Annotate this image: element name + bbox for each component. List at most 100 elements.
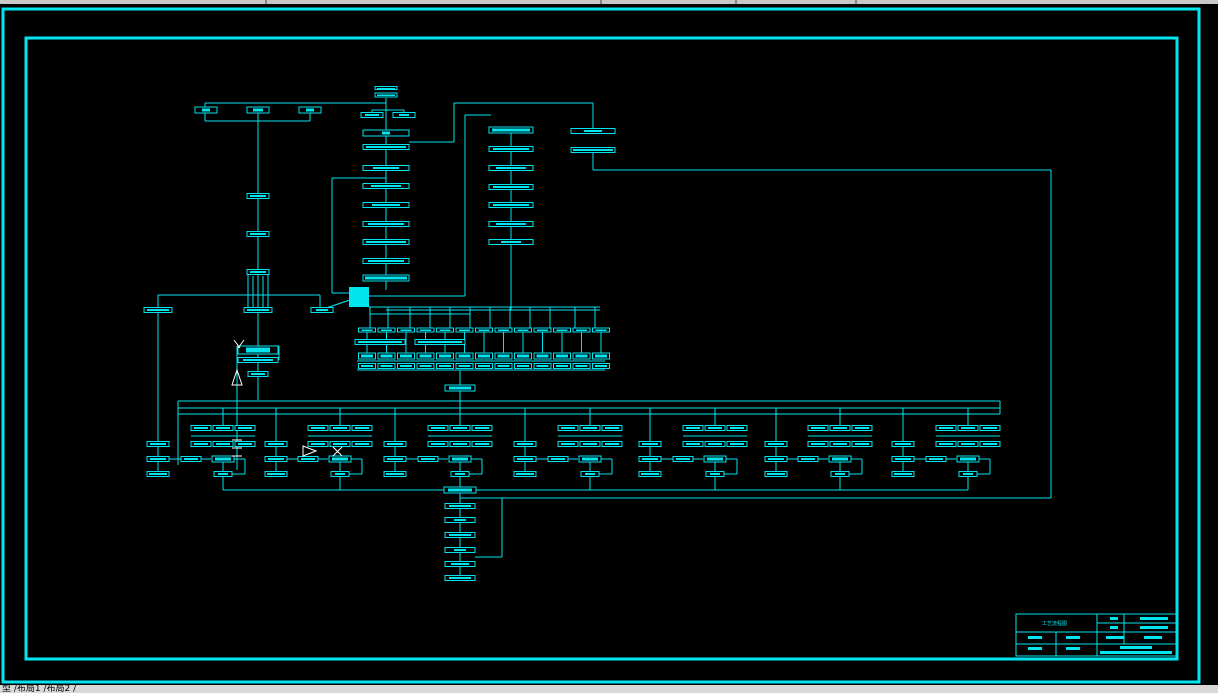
process-block	[143, 307, 173, 313]
process-block	[592, 327, 610, 333]
process-block	[471, 425, 493, 431]
process-block	[764, 456, 788, 462]
process-block	[638, 456, 662, 462]
process-block	[360, 112, 384, 118]
process-block	[358, 363, 376, 369]
process-block	[444, 547, 476, 553]
process-block	[211, 455, 235, 463]
process-block	[553, 327, 571, 333]
process-block	[553, 352, 571, 360]
process-block	[764, 441, 788, 447]
process-block	[362, 165, 410, 171]
process-block	[436, 327, 454, 333]
process-block	[726, 441, 748, 447]
process-block	[514, 352, 532, 360]
layout-tabs-label[interactable]: 型 /布局1 /布局2 /	[2, 685, 77, 693]
process-block	[494, 327, 513, 333]
process-block	[957, 425, 979, 431]
process-block	[329, 425, 351, 431]
process-block	[704, 425, 726, 431]
process-block	[234, 425, 256, 431]
process-block	[212, 441, 234, 447]
process-block	[237, 357, 279, 363]
process-block	[704, 441, 726, 447]
process-block	[638, 441, 662, 447]
process-block	[935, 425, 957, 431]
process-block	[851, 441, 873, 447]
process-block	[578, 455, 602, 463]
title-block-title: 工艺流程图	[1042, 620, 1067, 627]
process-block	[264, 471, 288, 477]
process-block	[414, 339, 466, 345]
process-block	[533, 327, 552, 333]
process-block	[448, 455, 472, 463]
process-block	[579, 441, 601, 447]
process-block	[397, 363, 415, 369]
process-block	[377, 363, 396, 369]
process-block	[592, 352, 610, 360]
process-block	[246, 106, 270, 114]
process-block	[638, 471, 662, 477]
process-block	[416, 352, 435, 360]
process-block	[957, 441, 979, 447]
process-block	[488, 221, 534, 227]
process-block	[592, 363, 610, 369]
process-block	[444, 384, 476, 392]
process-block	[349, 287, 369, 307]
process-block	[828, 455, 852, 463]
process-block	[956, 455, 980, 463]
process-block	[330, 471, 350, 477]
process-block	[444, 517, 476, 523]
process-block	[329, 441, 351, 447]
process-block	[572, 363, 591, 369]
cad-drawing-viewport[interactable]: 工艺流程图	[0, 4, 1218, 685]
process-block	[514, 363, 532, 369]
process-block	[146, 471, 170, 477]
process-block	[194, 106, 218, 114]
process-block	[547, 456, 569, 462]
process-block	[307, 425, 329, 431]
process-block	[979, 425, 1001, 431]
process-block	[383, 456, 407, 462]
process-block	[488, 239, 534, 245]
process-block	[443, 486, 477, 494]
process-block	[190, 441, 212, 447]
process-block	[383, 471, 407, 477]
process-block	[397, 327, 415, 333]
process-block	[455, 363, 474, 369]
process-block	[307, 441, 329, 447]
layout-tabs-bar[interactable]: 型 /布局1 /布局2 /	[0, 685, 1218, 693]
process-block	[358, 352, 376, 360]
process-block	[682, 425, 704, 431]
process-block	[444, 575, 476, 581]
valve-symbol	[233, 339, 245, 349]
process-block	[494, 352, 513, 360]
process-block	[475, 363, 493, 369]
process-block	[488, 146, 534, 152]
process-block	[553, 363, 571, 369]
process-block	[488, 202, 534, 208]
process-block	[362, 258, 410, 264]
process-block	[450, 471, 470, 477]
process-block	[298, 106, 322, 114]
process-block	[764, 471, 788, 477]
process-block	[601, 425, 623, 431]
process-block	[455, 327, 474, 333]
process-block	[427, 441, 449, 447]
process-flow-drawing: 工艺流程图	[1, 7, 1201, 684]
process-block	[374, 86, 398, 90]
process-block	[891, 456, 915, 462]
process-block	[471, 441, 493, 447]
process-block	[180, 456, 202, 462]
process-block	[488, 126, 534, 134]
process-block	[397, 352, 415, 360]
process-block	[494, 363, 513, 369]
process-block	[958, 471, 978, 477]
process-block	[362, 221, 410, 227]
process-block	[475, 352, 493, 360]
process-block	[533, 363, 552, 369]
process-block	[570, 128, 616, 134]
process-block	[362, 183, 410, 189]
process-block	[362, 129, 410, 137]
process-block	[807, 441, 829, 447]
